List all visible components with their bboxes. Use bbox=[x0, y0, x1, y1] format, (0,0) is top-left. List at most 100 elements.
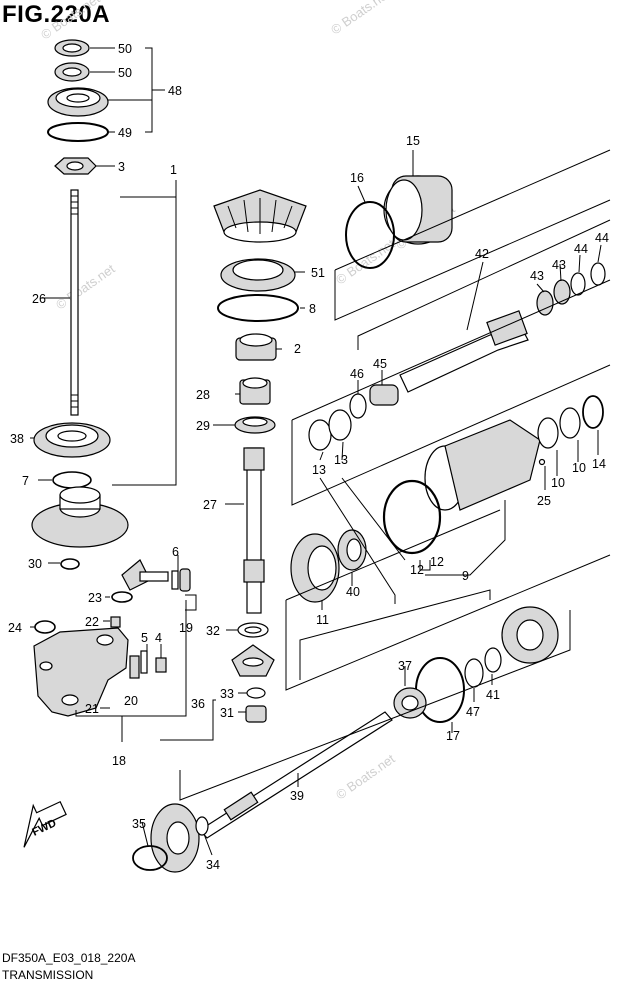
part-23-clip bbox=[111, 591, 133, 603]
part-50-seal-lower bbox=[54, 62, 90, 82]
part-4-detent bbox=[155, 657, 167, 673]
callout-c47: 47 bbox=[466, 705, 480, 719]
part-46-ring bbox=[349, 393, 367, 419]
callout-c13b: 13 bbox=[334, 453, 348, 467]
callout-c16: 16 bbox=[350, 171, 364, 185]
callout-c14: 14 bbox=[592, 457, 606, 471]
figure-title: FIG.220A bbox=[2, 1, 111, 28]
part-48-bearing-housing bbox=[47, 87, 109, 117]
callout-c33: 33 bbox=[220, 687, 234, 701]
part-forward-gear bbox=[150, 803, 200, 873]
part-20-block bbox=[129, 655, 140, 679]
part-shift-housing bbox=[33, 627, 129, 717]
callout-c30: 30 bbox=[28, 557, 42, 571]
watermark-6: © Boats.net bbox=[38, 0, 103, 42]
part-43-bearing-a bbox=[536, 290, 554, 316]
callout-c29: 29 bbox=[196, 419, 210, 433]
callout-c24: 24 bbox=[8, 621, 22, 635]
part-49-o-ring bbox=[47, 122, 109, 142]
callout-c4: 4 bbox=[155, 631, 162, 645]
callout-c23: 23 bbox=[88, 591, 102, 605]
part-50-seal-upper bbox=[54, 39, 90, 57]
part-43-bearing-b bbox=[553, 279, 571, 305]
part-8-shim bbox=[217, 294, 299, 322]
callout-c12b: 12 bbox=[430, 555, 444, 569]
callout-c31: 31 bbox=[220, 706, 234, 720]
callout-c42: 42 bbox=[475, 247, 489, 261]
callout-c46: 46 bbox=[350, 367, 364, 381]
part-22-pin bbox=[110, 616, 121, 628]
part-24-o-ring bbox=[34, 620, 56, 634]
callout-c39: 39 bbox=[290, 789, 304, 803]
callout-c9: 9 bbox=[462, 569, 469, 583]
part-39-shaft bbox=[199, 711, 393, 839]
callout-c25: 25 bbox=[537, 494, 551, 508]
callout-c35: 35 bbox=[132, 817, 146, 831]
part-45-bushing bbox=[369, 384, 399, 406]
callout-c17: 17 bbox=[446, 729, 460, 743]
part-36-pinion-gear bbox=[231, 644, 275, 677]
callout-c44a: 44 bbox=[574, 242, 588, 256]
callout-c34: 34 bbox=[206, 858, 220, 872]
callout-c20: 20 bbox=[124, 694, 138, 708]
callout-c19: 19 bbox=[179, 621, 193, 635]
part-12-o-ring bbox=[382, 479, 442, 555]
part-14-circlip bbox=[582, 395, 604, 429]
fwd-arrow: FWD bbox=[23, 800, 67, 848]
part-29-bearing bbox=[234, 416, 276, 434]
section-name: TRANSMISSION bbox=[2, 968, 94, 982]
watermark-3: © Boats.net bbox=[333, 236, 398, 288]
part-38-bearing bbox=[33, 422, 111, 458]
callout-c44b: 44 bbox=[595, 231, 609, 245]
part-37-bearing bbox=[393, 687, 427, 719]
part-16-spring-clip bbox=[345, 201, 395, 269]
callout-c43b: 43 bbox=[552, 258, 566, 272]
watermark-5: © Boats.net bbox=[333, 751, 398, 803]
part-40-seal bbox=[337, 529, 367, 571]
callout-c49: 49 bbox=[118, 126, 132, 140]
callout-c10b: 10 bbox=[572, 461, 586, 475]
part-2-clutch-dog bbox=[235, 333, 277, 361]
part-28-nut bbox=[239, 377, 271, 405]
part-35-ring bbox=[132, 845, 168, 871]
watermark-1: © Boats.net bbox=[328, 0, 393, 37]
part-42-propeller-shaft bbox=[399, 310, 529, 393]
part-5-spring bbox=[140, 650, 148, 674]
callout-c13a: 13 bbox=[312, 463, 326, 477]
callout-c50a: 50 bbox=[118, 42, 132, 56]
part-7-shim bbox=[52, 471, 92, 489]
callout-c6: 6 bbox=[172, 545, 179, 559]
part-13-ring-b bbox=[328, 409, 352, 441]
part-26-stud-bolt bbox=[70, 189, 79, 416]
part-25-pin bbox=[538, 458, 546, 466]
callout-c28: 28 bbox=[196, 388, 210, 402]
part-27-drive-shaft bbox=[243, 447, 265, 614]
diagram-code: DF350A_E03_018_220A bbox=[2, 951, 136, 965]
part-31-nut bbox=[245, 705, 267, 723]
callout-c36: 36 bbox=[191, 697, 205, 711]
part-reverse-gear bbox=[501, 606, 559, 664]
callout-c27: 27 bbox=[203, 498, 217, 512]
part-3-nut bbox=[54, 157, 97, 175]
part-44-ring-b bbox=[590, 262, 606, 286]
callout-c7: 7 bbox=[22, 474, 29, 488]
callout-c43a: 43 bbox=[530, 269, 544, 283]
callout-c2: 2 bbox=[294, 342, 301, 356]
callout-c18: 18 bbox=[112, 754, 126, 768]
part-9-gear-housing bbox=[424, 419, 541, 511]
callout-c26: 26 bbox=[32, 292, 46, 306]
leader-lines bbox=[30, 47, 611, 856]
callout-c22: 22 bbox=[85, 615, 99, 629]
callout-c12a: 12 bbox=[410, 563, 424, 577]
watermark-2: © Boats.net bbox=[53, 261, 118, 313]
callout-c11: 11 bbox=[316, 613, 329, 627]
part-30-clip bbox=[60, 558, 80, 570]
part-51-bearing bbox=[220, 258, 296, 292]
callout-c40: 40 bbox=[346, 585, 360, 599]
part-41-shim bbox=[484, 647, 502, 673]
callout-c51: 51 bbox=[311, 266, 325, 280]
callout-c8: 8 bbox=[309, 302, 316, 316]
part-11-bearing bbox=[290, 533, 340, 603]
